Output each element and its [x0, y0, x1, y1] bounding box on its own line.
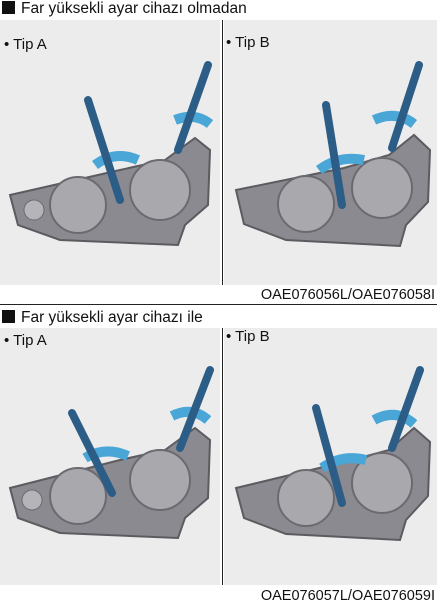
section-divider — [0, 304, 437, 305]
panel-label: • Tip A — [4, 332, 47, 349]
bullet-square-icon — [2, 1, 15, 14]
panel-with-tip-b: • Tip B — [224, 328, 437, 585]
panel-divider — [222, 20, 223, 285]
panel-label: • Tip B — [226, 328, 270, 345]
headlamp-illustration — [224, 328, 437, 585]
headlamp-illustration — [0, 328, 220, 585]
panel-without-tip-a: • Tip A — [0, 20, 220, 285]
panel-without-tip-b: • Tip B — [224, 20, 437, 285]
section-title-without-leveling: Far yüksekli ayar cihazı olmadan — [2, 0, 247, 18]
section-title-text: Far yüksekli ayar cihazı olmadan — [21, 0, 247, 17]
section-title-with-leveling: Far yüksekli ayar cihazı ile — [2, 309, 203, 327]
headlamp-illustration — [224, 20, 437, 285]
section-title-text: Far yüksekli ayar cihazı ile — [21, 309, 203, 326]
panel-with-tip-a: • Tip A — [0, 328, 220, 585]
headlamp-illustration — [0, 20, 220, 285]
figure-code: OAE076057L/OAE076059I — [261, 588, 435, 605]
figure-code: OAE076056L/OAE076058I — [261, 287, 435, 304]
bullet-square-icon — [2, 310, 15, 323]
panel-label: • Tip B — [226, 34, 270, 51]
panel-divider — [222, 328, 223, 585]
panel-label: • Tip A — [4, 36, 47, 53]
